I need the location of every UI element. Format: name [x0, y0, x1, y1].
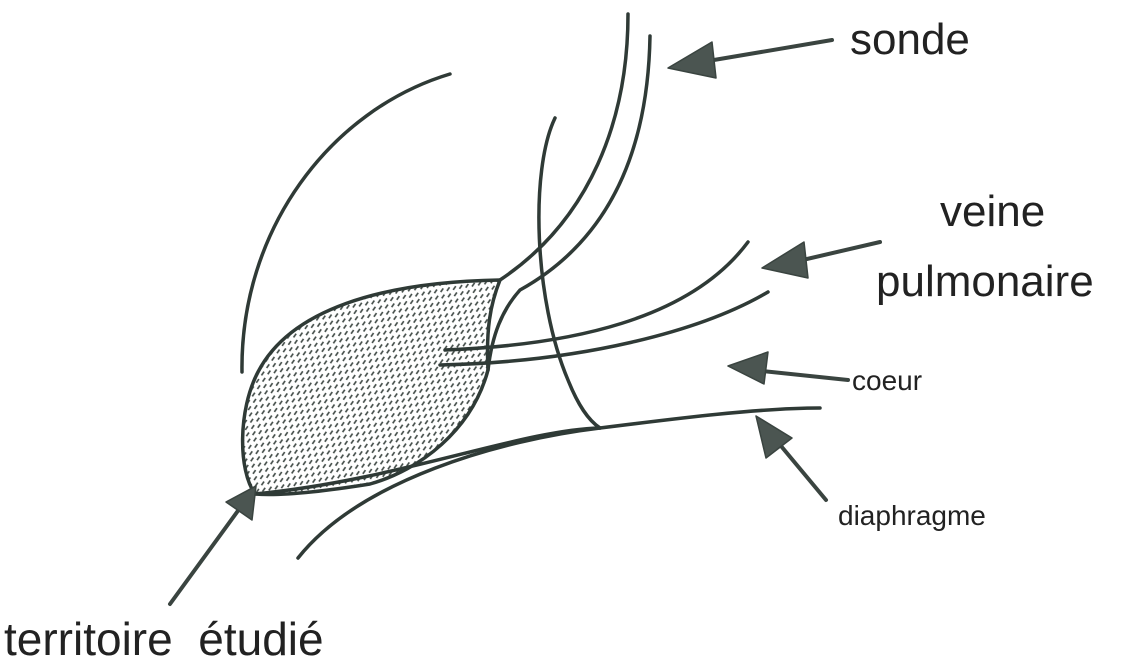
probe-line-inner	[486, 34, 652, 372]
label-coeur: coeur	[852, 365, 922, 396]
label-territoire-etudie: territoire étudié	[4, 613, 324, 665]
diaphragm-line-lower	[296, 426, 602, 560]
label-pulmonaire: pulmonaire	[876, 257, 1094, 306]
sonde-arrow	[667, 38, 834, 79]
diaphragm-arrow	[755, 415, 828, 502]
lung-outline-left	[240, 72, 452, 374]
heart-arrow	[727, 351, 850, 385]
pulmonary-vein-line-upper	[443, 240, 750, 352]
studied-territory-region	[240, 278, 502, 497]
pulmonary-vein-arrow	[761, 240, 882, 279]
probe-line-outer	[498, 12, 630, 282]
label-sonde: sonde	[850, 15, 970, 64]
label-diaphragme: diaphragme	[838, 500, 986, 531]
label-veine: veine	[940, 187, 1045, 236]
studied-territory-arrow	[168, 485, 257, 606]
pulmonary-vein-line-lower	[438, 290, 770, 367]
heart-contour	[537, 116, 602, 430]
